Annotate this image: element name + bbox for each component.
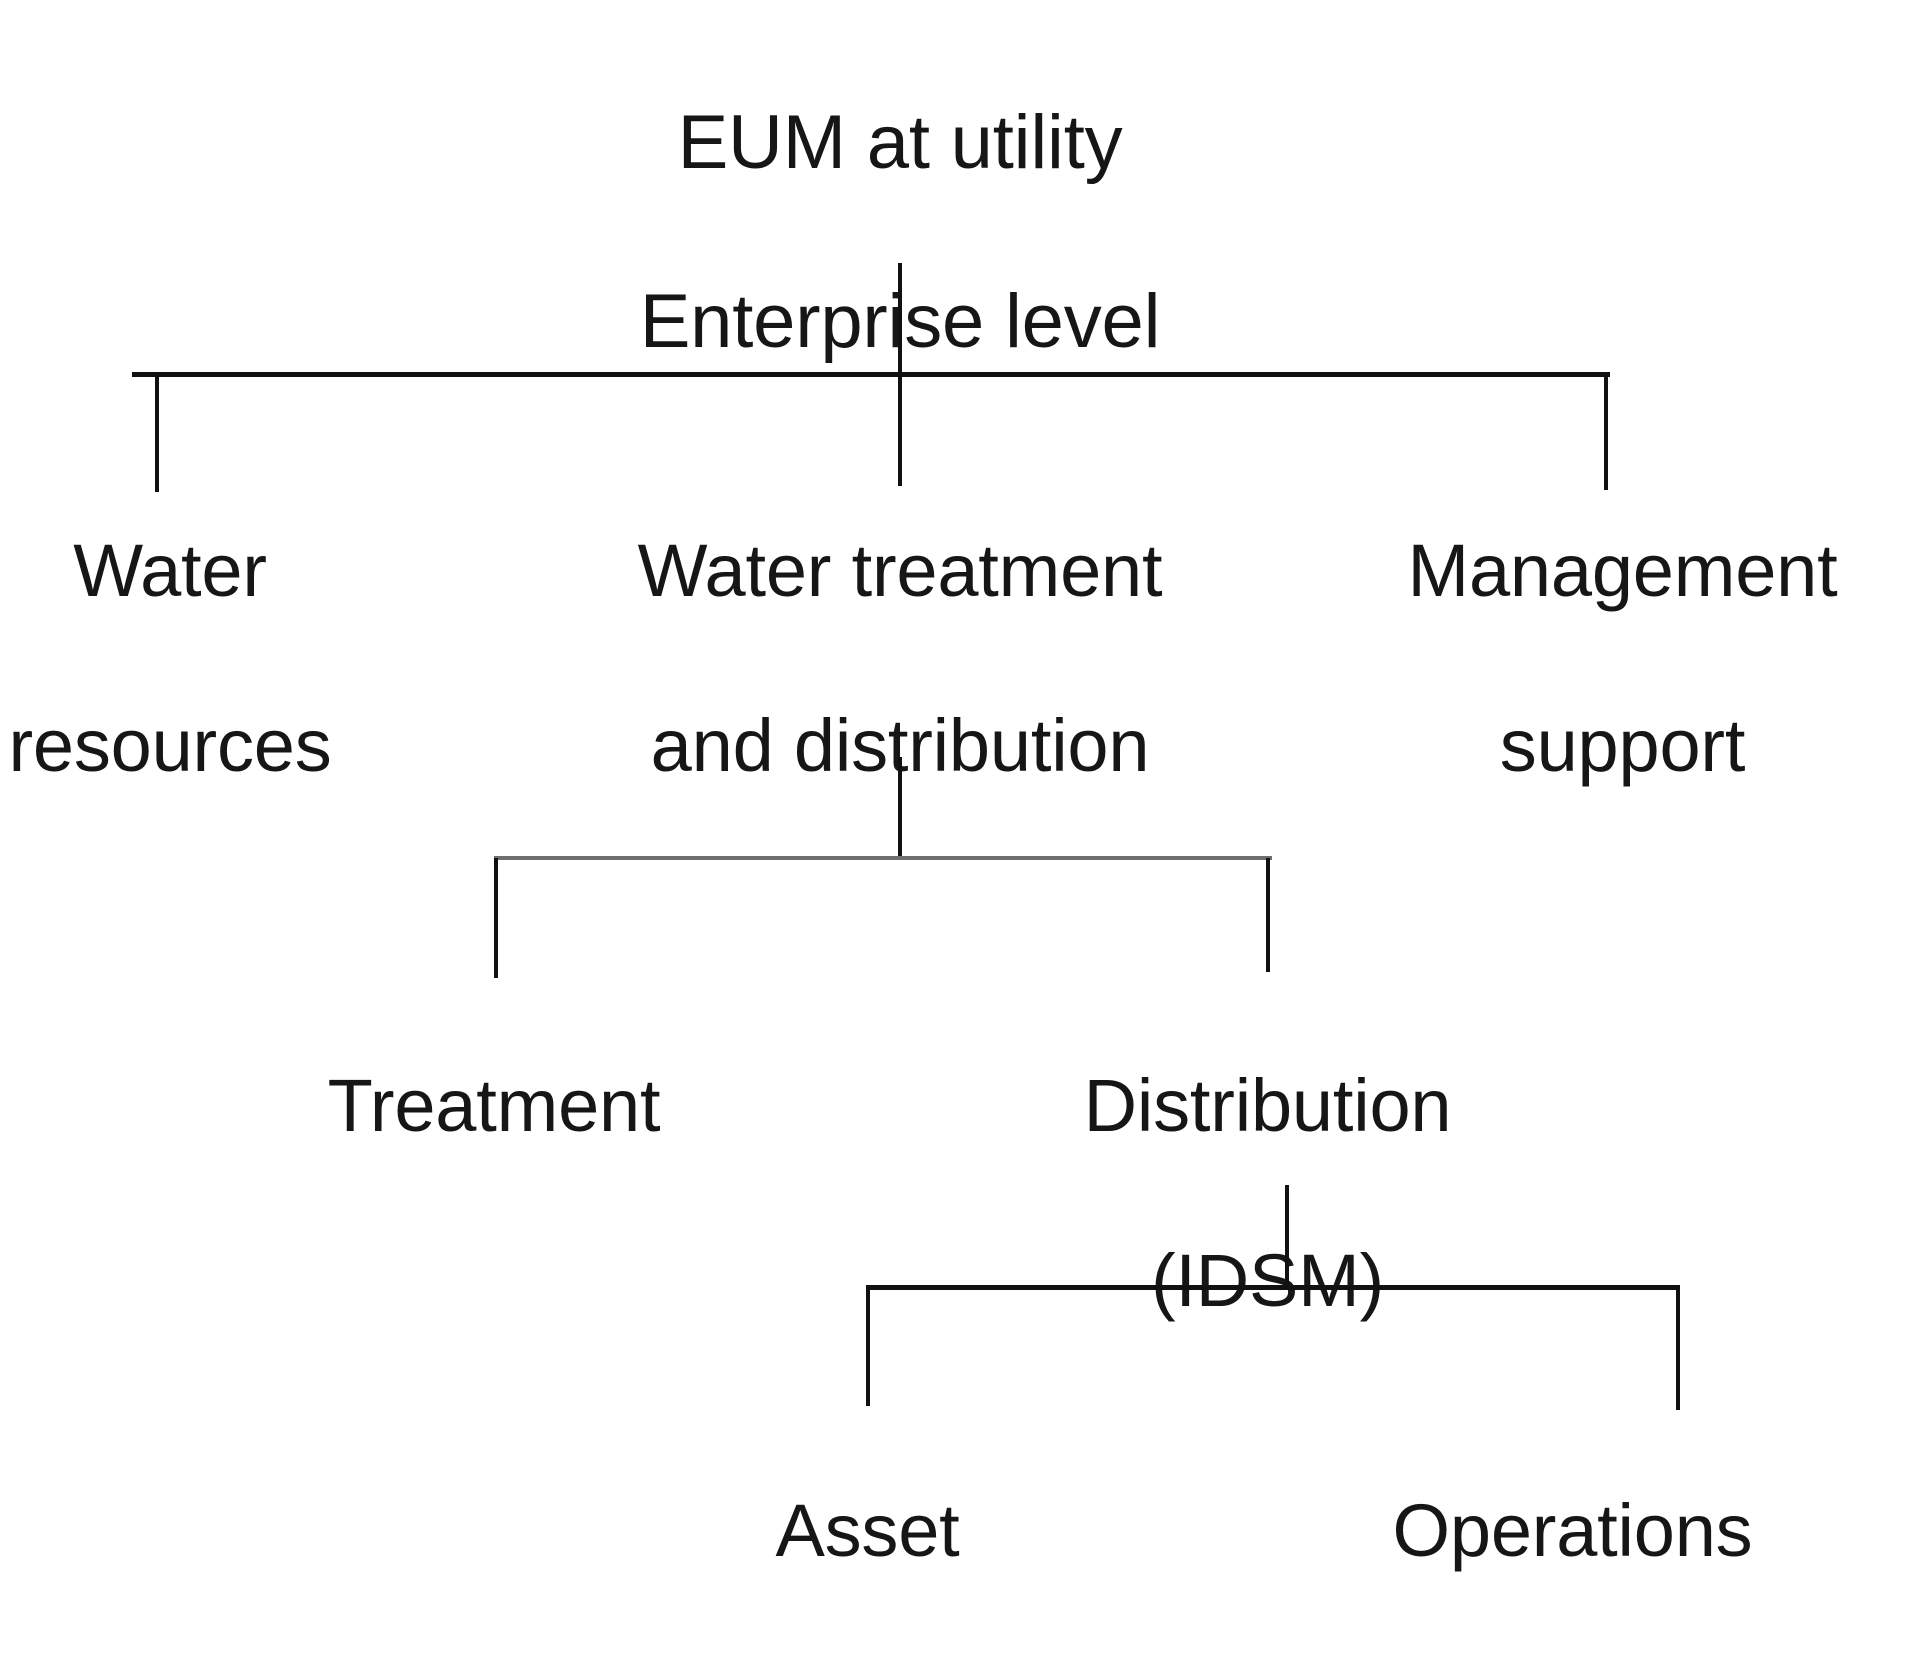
node-water-treatment-distribution[interactable]: Water treatment and distribution <box>470 440 1330 877</box>
connector-level2-arm-right <box>1604 374 1608 490</box>
node-operations-optimization[interactable]: Operations optimization <box>1240 1400 1905 1675</box>
node-distribution-idsm[interactable]: Distribution (IDSM) <box>900 975 1635 1412</box>
node-water-resources-line2: resources <box>8 703 332 787</box>
node-operations-optimization-line2: optimization <box>1240 1662 1905 1675</box>
connector-root-stem <box>898 263 902 375</box>
node-asset-management-line1: Asset <box>775 1489 960 1573</box>
node-operations-optimization-line1: Operations <box>1392 1489 1753 1573</box>
connector-level3-stem <box>898 757 902 859</box>
node-management-support-line1: Management <box>1407 529 1838 613</box>
node-distribution-idsm-line2: (IDSM) <box>1150 1238 1385 1322</box>
node-water-resources[interactable]: Water resources <box>0 440 340 877</box>
connector-level3-arm-left <box>494 858 498 978</box>
node-management-support[interactable]: Management support <box>1340 440 1905 877</box>
node-asset-management-line2: management <box>575 1662 1160 1675</box>
connector-level3-arm-right <box>1266 858 1270 972</box>
connector-level2-arm-left <box>155 374 159 492</box>
node-treatment-line1: Treatment <box>327 1064 661 1148</box>
node-root-line2: Enterprise level <box>639 279 1161 365</box>
node-water-resources-line1: Water <box>73 529 267 613</box>
node-water-treatment-distribution-line2: and distribution <box>650 703 1150 787</box>
node-water-treatment-distribution-line1: Water treatment <box>637 529 1163 613</box>
connector-level2-bus <box>132 372 1610 377</box>
node-distribution-idsm-line1: Distribution <box>1083 1064 1452 1148</box>
connector-level3-bus <box>494 856 1272 860</box>
connector-level2-arm-center <box>898 374 902 486</box>
connector-level4-stem <box>1285 1185 1289 1288</box>
node-treatment[interactable]: Treatment <box>214 975 774 1237</box>
node-root[interactable]: EUM at utility Enterprise level <box>450 8 1350 456</box>
connector-level4-bus <box>866 1285 1680 1290</box>
connector-level4-arm-right <box>1676 1288 1680 1410</box>
connector-level4-arm-left <box>866 1288 870 1406</box>
node-asset-management[interactable]: Asset management <box>575 1400 1160 1675</box>
node-root-line1: EUM at utility <box>677 99 1123 185</box>
node-management-support-line2: support <box>1499 703 1746 787</box>
